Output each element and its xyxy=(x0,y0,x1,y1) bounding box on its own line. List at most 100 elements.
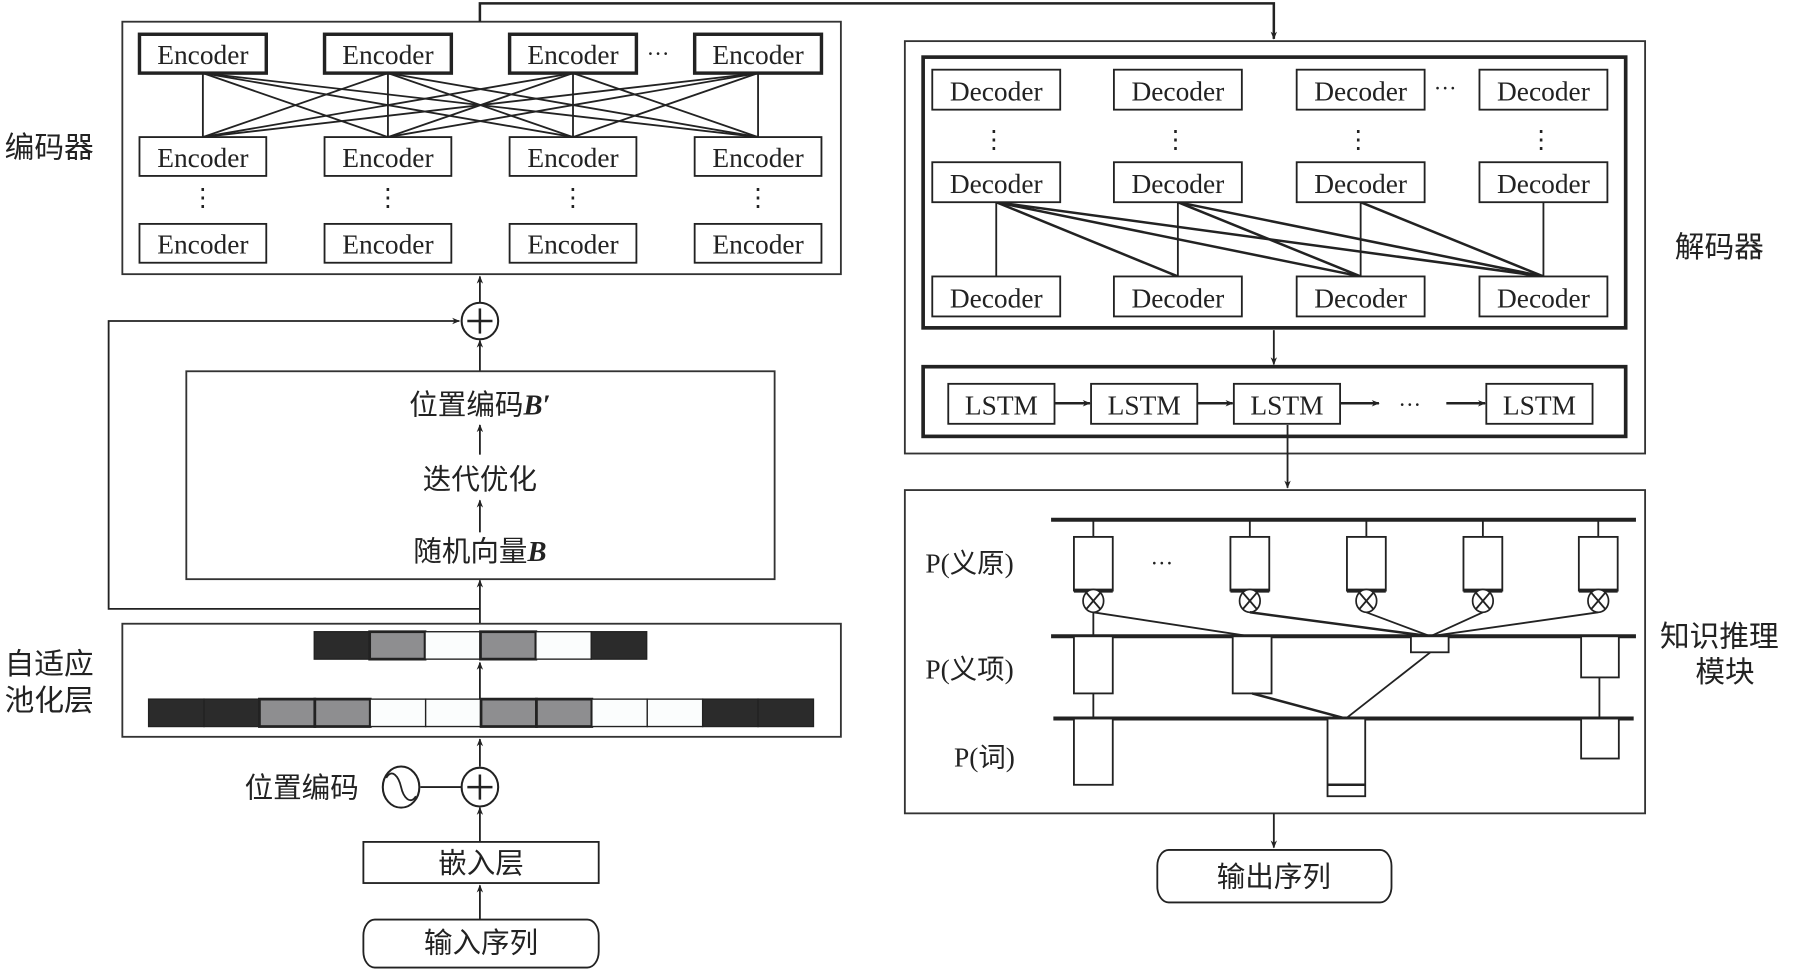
decoder-block-label: Decoder xyxy=(1497,169,1590,199)
multiply-icon-stroke xyxy=(1358,592,1374,610)
decoder-block-box xyxy=(1295,68,1426,111)
sine-wave-curve xyxy=(385,772,417,802)
encoder-side-label: 编码器 xyxy=(5,132,94,165)
encoder-block: Encoder xyxy=(323,222,453,264)
sense-cell xyxy=(1580,635,1620,679)
encoder-block-box xyxy=(138,222,268,264)
encoder-block-box xyxy=(508,136,638,177)
embedding-layer-box xyxy=(362,841,600,884)
positional-encoding-label: 位置编码 xyxy=(245,772,359,804)
lstm-block-label: LSTM xyxy=(1250,391,1323,421)
encoder-block-label: Encoder xyxy=(712,40,803,70)
pooling-cell-dark xyxy=(590,631,648,660)
encoder-block: Encoder xyxy=(693,222,823,264)
sememe-cell xyxy=(1073,535,1114,592)
pooling-cell-dark xyxy=(203,698,261,728)
word-cell xyxy=(1073,717,1114,786)
decoder-block: Decoder xyxy=(931,161,1062,204)
decoder-block: Decoder xyxy=(1112,68,1243,111)
sememe-cell xyxy=(1346,535,1387,592)
encoder-block-label: Encoder xyxy=(157,230,248,260)
encoder-block-box xyxy=(137,32,268,75)
decoder-block-box xyxy=(1112,68,1243,111)
vertical-ellipsis: ⋮ xyxy=(981,126,1006,153)
knowledge-edge xyxy=(1429,611,1484,638)
encoder-block-box xyxy=(692,32,824,75)
pooling-cell-gray xyxy=(368,630,427,661)
pooling-cell-gray xyxy=(313,697,372,728)
decoder-connections xyxy=(995,200,1545,278)
encoder-connection xyxy=(202,72,574,138)
pooling-cell-dark xyxy=(701,698,759,728)
pooling-cell-dark xyxy=(757,698,815,728)
decoder-block-label: Decoder xyxy=(950,283,1043,313)
encoder-connection xyxy=(202,72,389,138)
encoder-ellipsis: ··· xyxy=(647,42,670,67)
decoder-block-box xyxy=(1478,68,1609,111)
encoder-block-label: Encoder xyxy=(342,143,433,173)
knowledge-frame xyxy=(903,489,1647,815)
pooling-frame xyxy=(121,622,842,738)
encoder-block-box xyxy=(507,32,639,75)
pooling-cell-gray xyxy=(535,697,594,728)
encoder-block-label: Encoder xyxy=(527,40,618,70)
lstm-block-label: LSTM xyxy=(1108,391,1181,421)
position-encoding-b-prime-label: 位置编码B′ xyxy=(409,390,550,422)
pooling-side-label-line2: 池化层 xyxy=(5,685,94,718)
decoder-block: Decoder xyxy=(1295,275,1426,318)
encoder-block-label: Encoder xyxy=(157,143,248,173)
encoder-block-box xyxy=(138,136,268,177)
decoder-side-label: 解码器 xyxy=(1675,231,1764,264)
decoder-block: Decoder xyxy=(1295,161,1426,204)
pooling-cell-white xyxy=(369,698,427,728)
vertical-ellipsis: ⋮ xyxy=(745,185,770,212)
decoder-block-box xyxy=(931,275,1062,318)
multiply-icon-stroke xyxy=(1242,592,1258,610)
decoder-block-label: Decoder xyxy=(1131,283,1224,313)
encoder-block: Encoder xyxy=(137,32,268,75)
decoder-block-label: Decoder xyxy=(1131,77,1224,107)
adaptive-pooling-layer: 自适应 池化层 xyxy=(5,622,842,738)
knowledge-edge xyxy=(1249,611,1431,638)
decoder-block-box xyxy=(1295,275,1426,318)
encoder-block: Encoder xyxy=(508,222,638,264)
vertical-ellipsis: ⋮ xyxy=(1529,126,1554,153)
input-sequence-box xyxy=(362,918,600,969)
decoder-block-label: Decoder xyxy=(950,77,1043,107)
encoder-to-decoder-connector xyxy=(478,2,1278,40)
knowledge-side-label-line2: 模块 xyxy=(1695,656,1754,689)
decoder-ellipsis: ··· xyxy=(1434,76,1457,101)
random-vector-b-label: 随机向量B xyxy=(413,536,546,568)
lstm-block-box xyxy=(1090,382,1199,425)
pooling-cell-white xyxy=(591,698,648,728)
encoder-block-label: Encoder xyxy=(157,40,248,70)
decoder-block: Decoder xyxy=(1478,275,1609,318)
knowledge-edge xyxy=(1366,611,1431,638)
input-vector xyxy=(147,697,815,728)
decoder-block-box xyxy=(1112,275,1243,318)
encoder-block-box xyxy=(693,136,823,177)
decoder-block: Decoder xyxy=(1295,68,1426,111)
lstm-block-box xyxy=(1232,382,1342,425)
decoder-inner-frame xyxy=(921,55,1628,330)
encoder-connection xyxy=(572,72,759,138)
encoder-block: Encoder xyxy=(693,136,823,177)
vertical-ellipsis: ⋮ xyxy=(375,185,400,212)
decoder-block: Decoder xyxy=(1478,161,1609,204)
decoder-block-label: Decoder xyxy=(1497,283,1590,313)
lstm-block-box xyxy=(1485,382,1594,425)
encoder-block-label: Encoder xyxy=(342,40,433,70)
residual-skip-connection xyxy=(107,317,480,610)
knowledge-edge xyxy=(1251,692,1347,720)
decoder-stack: 解码器 Decoder⋮Decoder⋮Decoder⋮Decoder⋮Deco… xyxy=(903,40,1764,455)
encoder-block: Encoder xyxy=(323,136,453,177)
lstm-ellipsis: ··· xyxy=(1398,392,1421,417)
pooling-cell-gray xyxy=(258,697,317,728)
pooling-cell-dark xyxy=(147,698,205,728)
pooling-cell-dark xyxy=(313,631,371,660)
decoder-block-box xyxy=(1112,161,1243,204)
word-cell xyxy=(1326,717,1367,798)
vertical-ellipsis: ⋮ xyxy=(560,185,585,212)
